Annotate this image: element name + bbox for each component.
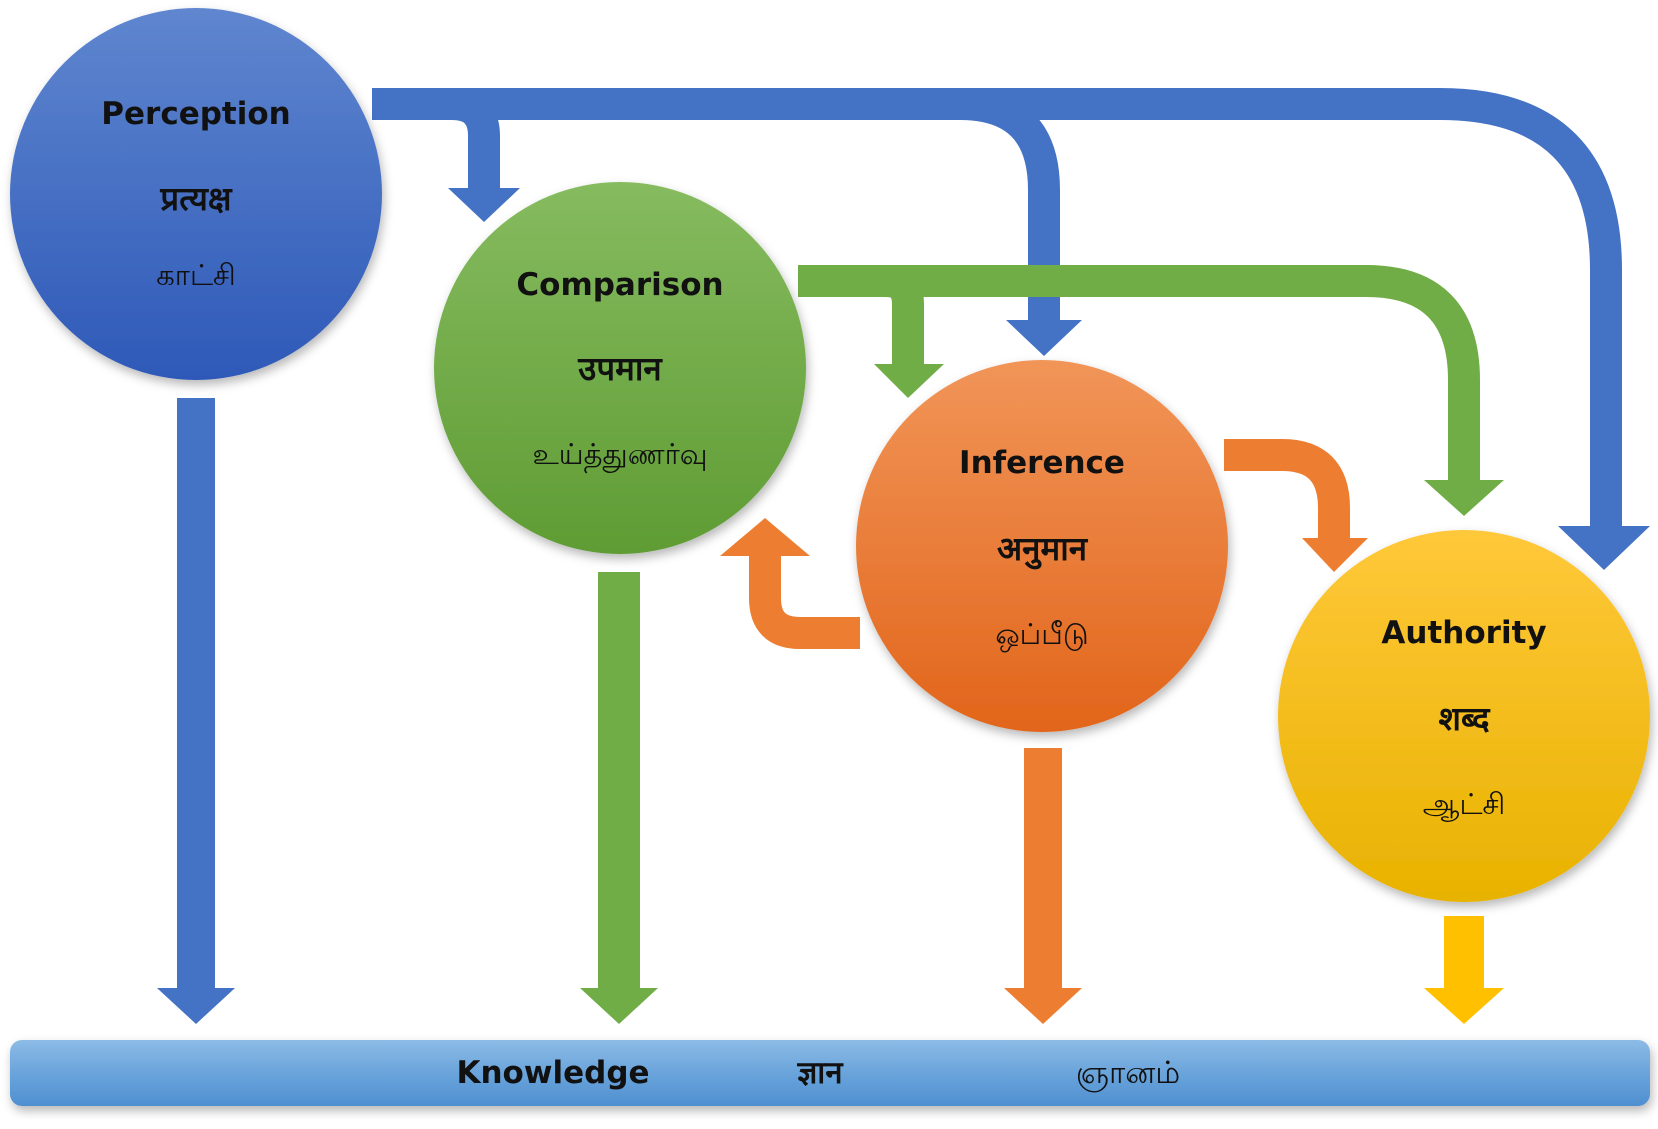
- node-inference: Inference अनुमान ஒப்பீடு: [856, 360, 1228, 732]
- inference-connectors: [720, 439, 1368, 1024]
- perception-connectors: [157, 88, 1650, 1024]
- inference-to-knowledge-arrowhead: [1004, 988, 1082, 1024]
- knowledge-bar-shape: [10, 1040, 1650, 1106]
- node-authority: Authority शब्द ஆட்சி: [1278, 530, 1650, 902]
- knowledge-tamil: ஞானம்: [1076, 1055, 1181, 1092]
- authority-title: Authority: [1381, 615, 1546, 651]
- inference-to-authority-arrow: [1224, 439, 1350, 540]
- inference-to-comparison-arrow: [749, 556, 860, 649]
- comparison-connectors: [580, 265, 1504, 1024]
- perception-to-comparison-arrowhead: [448, 188, 520, 222]
- authority-circle: [1278, 530, 1650, 902]
- knowledge-bar: Knowledge ज्ञान ஞானம்: [10, 1040, 1650, 1106]
- comparison-circle: [434, 182, 806, 554]
- comparison-to-knowledge-shaft: [598, 572, 640, 990]
- perception-sanskrit: प्रत्यक्ष: [159, 179, 232, 218]
- inference-title: Inference: [959, 445, 1125, 481]
- knowledge-english: Knowledge: [456, 1055, 649, 1091]
- perception-circle: [10, 8, 382, 380]
- perception-to-authority-arrowhead: [1558, 526, 1650, 570]
- authority-connectors: [1424, 916, 1504, 1024]
- inference-to-authority-arrowhead: [1302, 538, 1368, 572]
- node-comparison: Comparison उपमान உய்த்துணர்வு: [434, 182, 806, 554]
- inference-tamil: ஒப்பீடு: [995, 617, 1088, 652]
- node-perception: Perception प्रत्यक्ष காட்சி: [10, 8, 382, 380]
- comparison-to-authority-arrow: [798, 265, 1480, 482]
- comparison-to-inference-arrowhead: [874, 364, 944, 398]
- perception-to-knowledge-shaft: [177, 398, 215, 990]
- perception-to-knowledge-arrowhead: [157, 988, 235, 1024]
- authority-tamil: ஆட்சி: [1423, 787, 1505, 822]
- inference-circle: [856, 360, 1228, 732]
- authority-sanskrit: शब्द: [1439, 699, 1491, 738]
- knowledge-sanskrit: ज्ञान: [796, 1055, 844, 1091]
- perception-title: Perception: [101, 96, 290, 132]
- perception-to-authority-arrow: [372, 88, 1622, 528]
- perception-to-inference-arrowhead: [1006, 320, 1082, 356]
- inference-to-comparison-arrowhead: [720, 518, 810, 556]
- comparison-to-knowledge-arrowhead: [580, 988, 658, 1024]
- comparison-to-authority-arrowhead: [1424, 480, 1504, 516]
- comparison-title: Comparison: [516, 267, 723, 303]
- comparison-sanskrit: उपमान: [577, 349, 663, 388]
- inference-to-knowledge-shaft: [1024, 748, 1062, 990]
- authority-to-knowledge-shaft: [1444, 916, 1484, 990]
- perception-tamil: காட்சி: [156, 258, 236, 292]
- inference-sanskrit: अनुमान: [997, 529, 1089, 570]
- authority-to-knowledge-arrowhead: [1424, 988, 1504, 1024]
- comparison-tamil: உய்த்துணர்வு: [532, 437, 707, 473]
